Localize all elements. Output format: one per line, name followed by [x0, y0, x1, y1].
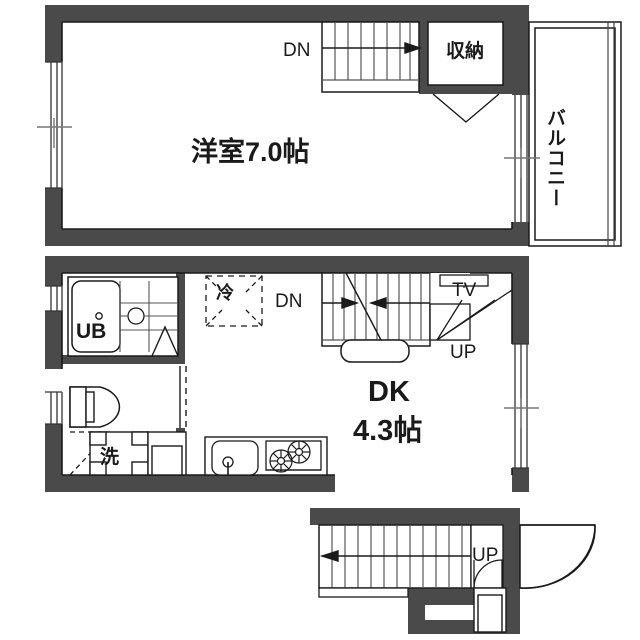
room-label-bedroom: 洋室7.0帖: [191, 137, 310, 167]
upper-floor-walls: [45, 5, 529, 246]
unit-bath-label: UB: [76, 320, 107, 343]
tv-leader-lines: [436, 289, 513, 341]
room-size-dk: 4.3帖: [353, 415, 423, 447]
tv-outlet-symbol: [439, 274, 489, 288]
washer-symbol: [89, 431, 149, 476]
upper-floor-group: [37, 5, 622, 247]
hallway-dk-door: [179, 366, 187, 428]
entrance-shoebox: [473, 587, 507, 633]
entrance-door: [519, 524, 596, 589]
entrance-floor-group: [310, 508, 596, 634]
bath-floor-tiles: [119, 281, 178, 352]
balcony-door-mark: [504, 148, 540, 178]
hallway-cabinet: [147, 431, 187, 476]
balcony-label: バルコニー: [544, 108, 565, 208]
washer-label: 洗: [100, 447, 120, 468]
closet-label: 収納: [446, 41, 485, 62]
stair-label-up-dk: UP: [450, 342, 477, 363]
bath-door-symbol: [151, 325, 179, 357]
stair-label-dn-upper: DN: [283, 40, 311, 61]
room-label-dk: DK: [368, 376, 410, 408]
stair-label-dn-dk: DN: [275, 291, 303, 312]
refrigerator-symbol: [205, 275, 263, 327]
closet-outline: [427, 21, 504, 86]
tv-label: TV: [452, 280, 477, 301]
window-lower-left-bottom: [45, 391, 63, 425]
window-bedroom-left: [45, 61, 63, 189]
window-dk-right-mark: [504, 398, 539, 428]
lower-floor-walls: [45, 256, 529, 492]
window-bedroom-left-mark: [37, 118, 72, 148]
balcony-rail-lines: [607, 22, 615, 246]
lower-floor-group: [45, 256, 539, 492]
upper-floor-inner-outline: [61, 21, 513, 230]
staircase-upper: [321, 21, 423, 93]
stair-label-up-entrance: UP: [472, 545, 499, 566]
entrance-shoebox-door: [473, 559, 503, 589]
balcony-outline: [528, 21, 622, 247]
closet-door-symbol: [432, 93, 500, 123]
window-lower-left-top: [45, 285, 63, 312]
toilet-fixture: [69, 386, 121, 428]
kitchen-counter: [204, 436, 328, 476]
refrigerator-label: 冷: [216, 283, 234, 303]
